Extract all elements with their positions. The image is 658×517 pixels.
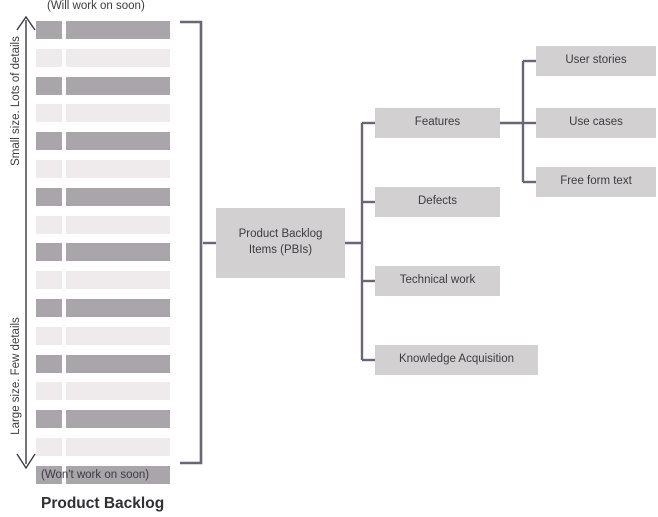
backlog-item-tag[interactable] [36, 216, 62, 234]
node-label: User stories [565, 54, 627, 67]
node-label: Features [414, 116, 461, 129]
node-defects[interactable]: Defects [375, 187, 500, 217]
backlog-item-tag[interactable] [36, 160, 62, 178]
node-label-line2: Items (PBIs) [248, 244, 313, 256]
node-technical-work[interactable]: Technical work [375, 266, 500, 296]
node-label: Knowledge Acquisition [398, 353, 515, 366]
backlog-item-tag[interactable] [36, 382, 62, 400]
caption-wont-work-on-soon: (Won't work on soon) [41, 469, 150, 481]
backlog-item-tag[interactable] [36, 271, 62, 289]
backlog-item-tag[interactable] [36, 243, 62, 261]
backlog-item-row[interactable] [66, 216, 170, 234]
backlog-item-row[interactable] [66, 49, 170, 67]
backlog-item-row[interactable] [66, 243, 170, 261]
backlog-item-row[interactable] [66, 271, 170, 289]
node-label: Defects [418, 195, 457, 208]
backlog-item-row[interactable] [66, 21, 170, 39]
node-label: Technical work [399, 274, 476, 287]
backlog-item-tag[interactable] [36, 21, 62, 39]
node-label-line1: Product Backlog [238, 228, 323, 241]
axis-label-small-size: Small size. Lots of details [10, 36, 22, 166]
backlog-item-tag[interactable] [36, 355, 62, 373]
backlog-item-tag[interactable] [36, 132, 62, 150]
page-title: Product Backlog [41, 495, 165, 512]
backlog-item-tag[interactable] [36, 466, 62, 484]
node-user-stories[interactable]: User stories [536, 46, 656, 76]
node-free-form-text[interactable]: Free form text [536, 167, 656, 197]
backlog-item-row[interactable] [66, 160, 170, 178]
backlog-item-row[interactable] [66, 410, 170, 428]
backlog-item-row[interactable] [66, 299, 170, 317]
node-features[interactable]: Features [375, 108, 500, 138]
node-knowledge-acquisition[interactable]: Knowledge Acquisition [375, 345, 538, 375]
backlog-item-tag[interactable] [36, 49, 62, 67]
backlog-item-row[interactable] [66, 466, 170, 484]
backlog-item-row[interactable] [66, 132, 170, 150]
backlog-item-tag[interactable] [36, 438, 62, 456]
backlog-item-row[interactable] [66, 77, 170, 95]
backlog-item-tag[interactable] [36, 327, 62, 345]
backlog-item-row[interactable] [66, 188, 170, 206]
backlog-item-tag[interactable] [36, 299, 62, 317]
backlog-item-tag[interactable] [36, 410, 62, 428]
node-label: Free form text [560, 175, 632, 188]
caption-will-work-on-soon: (Will work on soon) [47, 0, 145, 12]
node-product-backlog-items[interactable]: Product Backlog Items (PBIs) [216, 208, 345, 278]
axis-label-large-size: Large size. Few details [10, 317, 22, 435]
backlog-item-tag[interactable] [36, 188, 62, 206]
node-use-cases[interactable]: Use cases [536, 108, 656, 138]
backlog-grouping-bracket [180, 20, 203, 465]
backlog-item-row[interactable] [66, 104, 170, 122]
node-label: Use cases [569, 116, 623, 129]
backlog-item-row[interactable] [66, 355, 170, 373]
backlog-item-row[interactable] [66, 438, 170, 456]
backlog-item-tag[interactable] [36, 77, 62, 95]
backlog-item-tag[interactable] [36, 104, 62, 122]
backlog-item-row[interactable] [66, 327, 170, 345]
priority-axis-arrow [16, 15, 36, 470]
backlog-item-row[interactable] [66, 382, 170, 400]
